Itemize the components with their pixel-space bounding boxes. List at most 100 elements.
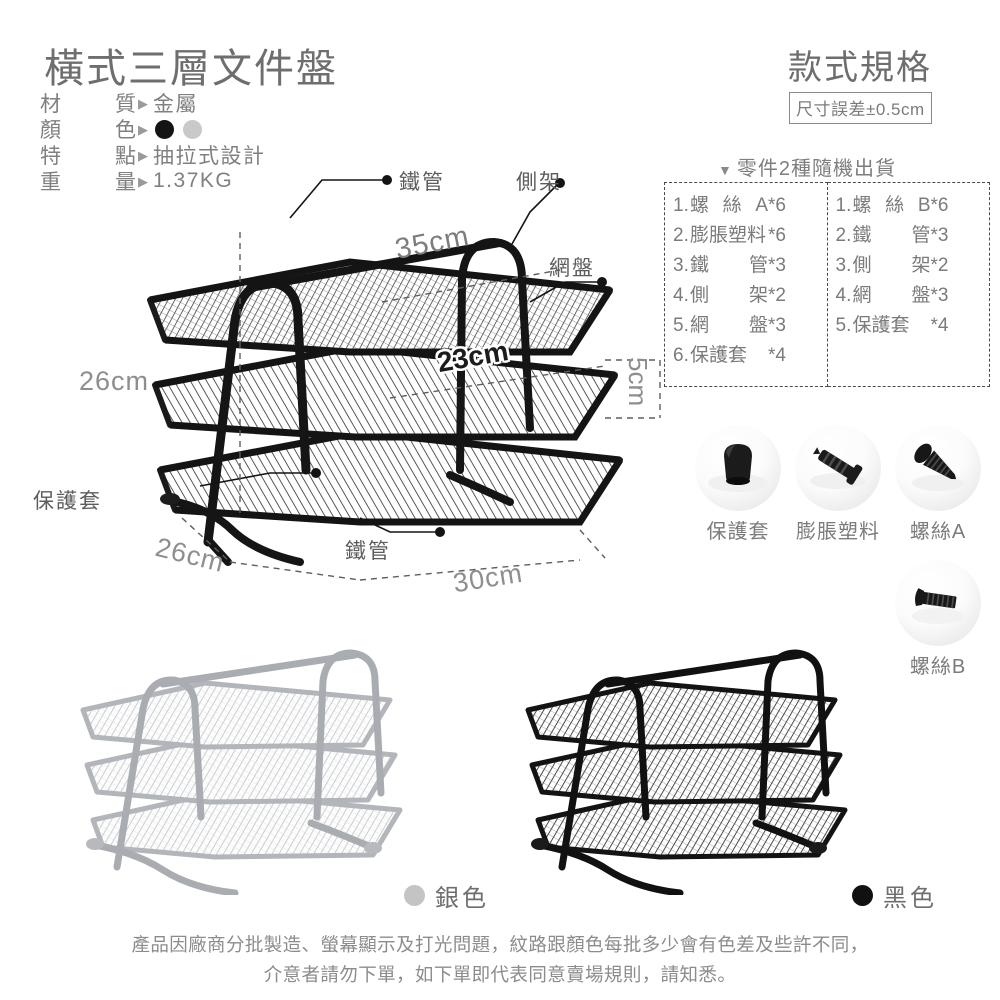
screw-b-photo bbox=[895, 560, 981, 646]
part-name: 保護套 bbox=[690, 345, 748, 366]
leader-dot bbox=[597, 277, 607, 287]
spec-row-material: 材 質 ▶ 金屬 bbox=[40, 90, 360, 116]
callout-mesh-tray: 網盤 bbox=[549, 257, 595, 280]
triangle-right-icon: ▶ bbox=[138, 173, 148, 189]
part-index: 6. bbox=[673, 345, 689, 366]
parts-heading-label: 零件2種隨機出貨 bbox=[736, 158, 896, 180]
part-item: 2. 鐵管 *3 bbox=[836, 221, 984, 251]
top-rail-tube bbox=[246, 239, 504, 292]
hardware-label: 螺絲B bbox=[909, 656, 967, 678]
color-variant-black: 黑色 bbox=[852, 878, 937, 913]
callout-leaders bbox=[199, 179, 600, 533]
part-name: 膨脹塑料 bbox=[690, 225, 767, 246]
part-index: 4. bbox=[673, 285, 689, 306]
rubber-cap-photo bbox=[695, 425, 781, 511]
spec-value-weight: 1.37KG bbox=[153, 169, 234, 192]
part-item: 5. 保護套 *4 bbox=[836, 311, 984, 341]
spec-key-b: 質 bbox=[115, 93, 136, 116]
base-feet bbox=[164, 471, 514, 566]
callout-steel-tube-bottom: 鐵管 bbox=[345, 540, 391, 563]
color-dot-black bbox=[155, 119, 174, 139]
hardware-item-wall-anchor: 膨脹塑料 bbox=[790, 425, 886, 544]
triangle-down-icon: ▼ bbox=[718, 162, 733, 178]
black-tray-photo bbox=[525, 649, 848, 895]
hardware-item-screw-b: 螺絲B bbox=[890, 560, 986, 679]
part-name: 側架 bbox=[690, 285, 768, 306]
footer-line-1: 產品因廠商分批製造、螢幕顯示及打光問題，紋路跟顏色每批多少會有色差及些許不同， bbox=[131, 934, 869, 955]
tray-tier-bottom bbox=[157, 428, 623, 526]
spec-key-a: 顏 bbox=[40, 119, 61, 142]
screw-a-photo bbox=[895, 425, 981, 511]
part-qty: *2 bbox=[930, 255, 949, 276]
spec-list: 材 質 ▶ 金屬 顏 色 ▶ 特 點 ▶ 抽拉式設計 bbox=[40, 90, 360, 194]
leader-dot bbox=[435, 527, 445, 537]
part-item: 4. 網盤 *3 bbox=[836, 281, 984, 311]
hardware-item-protective-cover: 保護套 bbox=[690, 425, 786, 544]
hardware-label: 螺絲A bbox=[909, 521, 967, 543]
part-item: 2. 膨脹塑料 *6 bbox=[673, 221, 821, 251]
triangle-right-icon: ▶ bbox=[138, 147, 148, 163]
part-qty: *3 bbox=[930, 285, 949, 306]
spec-key-b: 色 bbox=[115, 119, 136, 142]
parts-section-heading: ▼零件2種隨機出貨 bbox=[718, 152, 896, 181]
footer-line-2: 介意者請勿下單，如下單即代表同意賣場規則，請知悉。 bbox=[263, 964, 737, 985]
callout-side-frame: 側架 bbox=[516, 171, 562, 194]
color-variant-label: 銀色 bbox=[435, 885, 489, 912]
triangle-right-icon: ▶ bbox=[138, 121, 148, 137]
part-qty: *3 bbox=[768, 255, 786, 276]
main-product-diagram bbox=[147, 175, 661, 581]
footer-disclaimer: 產品因廠商分批製造、螢幕顯示及打光問題，紋路跟顏色每批多少會有色差及些許不同， … bbox=[0, 930, 1000, 990]
color-dot-silver bbox=[183, 119, 202, 139]
dimension-tier-gap-5: 5cm bbox=[623, 357, 653, 407]
part-item: 6. 保護套 *4 bbox=[673, 341, 821, 371]
silver-tray-photo bbox=[80, 649, 403, 895]
spec-section-title: 款式規格 bbox=[788, 49, 932, 87]
swatch-dot-black bbox=[852, 885, 873, 906]
leader-dot bbox=[382, 175, 392, 185]
tray-tier-middle bbox=[152, 343, 618, 441]
color-variant-label: 黑色 bbox=[883, 885, 937, 912]
hardware-label: 膨脹塑料 bbox=[796, 521, 880, 543]
callout-steel-tube-top: 鐵管 bbox=[399, 171, 445, 194]
part-name: 側架 bbox=[852, 255, 931, 276]
tray-tier-top bbox=[147, 258, 613, 356]
spec-value-color-dots bbox=[155, 119, 202, 139]
part-item: 3. 側架 *2 bbox=[836, 251, 984, 281]
spec-row-weight: 重 量 ▶ 1.37KG bbox=[40, 168, 360, 194]
part-name: 鐵管 bbox=[852, 225, 931, 246]
spec-value-feature: 抽拉式設計 bbox=[153, 145, 266, 168]
part-item: 5. 網盤 *3 bbox=[673, 311, 821, 341]
part-qty: *6 bbox=[768, 195, 786, 216]
triangle-right-icon: ▶ bbox=[138, 95, 148, 111]
part-qty: *3 bbox=[930, 225, 949, 246]
spec-key-b: 點 bbox=[115, 145, 136, 168]
spec-key-b: 量 bbox=[115, 171, 136, 194]
hardware-label: 保護套 bbox=[706, 521, 770, 543]
wall-anchor-photo bbox=[795, 425, 881, 511]
part-qty: *6 bbox=[768, 225, 786, 246]
spec-key-a: 重 bbox=[40, 171, 61, 194]
part-index: 1. bbox=[673, 195, 689, 216]
color-variant-silver: 銀色 bbox=[404, 878, 489, 913]
part-index: 1. bbox=[835, 195, 852, 216]
part-name: 保護套 bbox=[852, 315, 910, 336]
part-index: 2. bbox=[835, 225, 852, 246]
dimension-height-26: 26cm bbox=[79, 366, 150, 396]
spec-key-a: 材 bbox=[40, 93, 61, 116]
spec-value-material: 金屬 bbox=[153, 93, 198, 116]
part-qty: *4 bbox=[930, 315, 949, 336]
part-qty: *3 bbox=[768, 315, 786, 336]
hardware-item-screw-a: 螺絲A bbox=[890, 425, 986, 544]
part-index: 5. bbox=[835, 315, 852, 336]
part-qty: *4 bbox=[768, 345, 786, 366]
tolerance-badge: 尺寸誤差±0.5cm bbox=[789, 92, 932, 124]
part-index: 3. bbox=[835, 255, 852, 276]
callout-protective-cover: 保護套 bbox=[33, 490, 102, 513]
dimension-guides bbox=[181, 232, 661, 581]
spec-row-feature: 特 點 ▶ 抽拉式設計 bbox=[40, 142, 360, 168]
